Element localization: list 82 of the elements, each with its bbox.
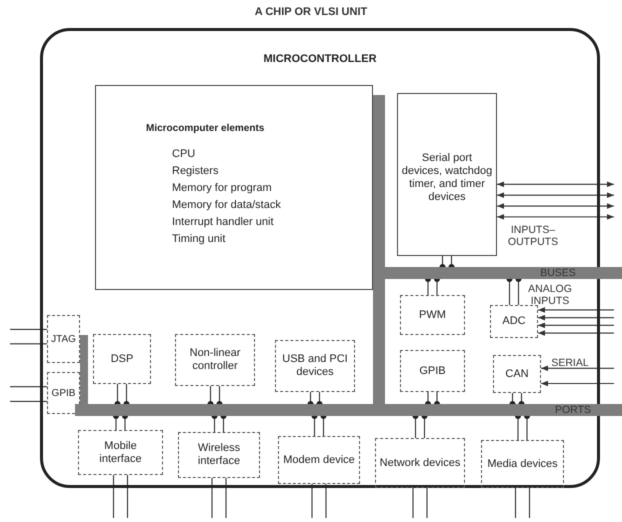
bus-connection <box>308 392 314 407</box>
box-label: Mobile interface <box>98 440 143 466</box>
box-label: Modem device <box>282 454 356 466</box>
peripheral-box <box>493 355 541 393</box>
signal-line <box>211 478 213 518</box>
signal-line <box>10 343 47 344</box>
peripheral-box <box>375 438 465 488</box>
box-label: CAN <box>504 368 530 380</box>
bus-connection <box>124 384 130 407</box>
bus-connection <box>448 256 454 270</box>
bus-connection <box>434 392 440 407</box>
signal-label: ANALOG INPUTS <box>527 283 573 307</box>
signal-label: SERIAL <box>550 357 590 369</box>
list-item: Memory for data/stack <box>172 199 281 212</box>
bus-bar <box>373 95 385 404</box>
arrow <box>541 380 614 386</box>
arrow <box>541 366 614 372</box>
bus-connection <box>510 393 516 407</box>
box-label: GPIB <box>418 364 447 378</box>
signal-label: PORTS <box>554 404 592 416</box>
bus-connection <box>425 392 431 407</box>
box-label: Network devices <box>378 456 462 470</box>
list-item: Timing unit <box>172 233 226 246</box>
peripheral-box <box>175 334 255 386</box>
signal-line <box>10 328 47 330</box>
signal-line <box>426 488 428 518</box>
arrow <box>497 181 614 188</box>
peripheral-box <box>400 350 465 392</box>
peripheral-box <box>275 340 355 392</box>
signal-line <box>126 475 128 518</box>
arrow <box>497 192 614 198</box>
peripheral-box <box>78 430 163 475</box>
diagram-title: A CHIP OR VLSI UNIT <box>254 6 368 18</box>
bus-connection <box>208 386 214 407</box>
list-item: Interrupt handler unit <box>172 216 274 229</box>
box-label: USB and PCI devices <box>281 353 349 379</box>
peripheral-box <box>178 432 260 478</box>
arrow <box>538 330 614 336</box>
peripheral-box <box>481 440 564 488</box>
chip-heading: MICROCONTROLLER <box>262 53 378 66</box>
box-label: GPIB <box>50 386 76 400</box>
box-label: Serial port devices, watchdog timer, and timer devices <box>400 152 494 204</box>
signal-line <box>412 488 414 518</box>
list-item: Registers <box>172 165 218 178</box>
bus-bar <box>80 335 88 404</box>
bus-connection <box>316 392 322 407</box>
signal-label: INPUTS–OUTPUTS <box>506 224 560 248</box>
arrow <box>538 322 614 328</box>
arrow <box>497 203 614 209</box>
bus-connection <box>114 384 120 407</box>
signal-line <box>325 484 327 518</box>
box-heading: Microcomputer elements <box>146 122 264 135</box>
box-label: Non-linear controller <box>188 347 242 373</box>
signal-line <box>10 386 47 388</box>
signal-line <box>112 475 114 518</box>
box-label: ADC <box>501 315 527 328</box>
bus-connection <box>216 386 222 407</box>
box-label: Wireless interface <box>196 442 242 468</box>
signal-line <box>514 488 516 518</box>
peripheral-box <box>278 436 360 484</box>
peripheral-box <box>490 305 538 338</box>
arrow <box>497 214 614 220</box>
box-label: PWM <box>418 308 447 322</box>
peripheral-box <box>397 93 497 256</box>
arrow <box>538 307 614 313</box>
signal-line <box>528 488 530 518</box>
box-label: JTAG <box>50 332 77 346</box>
box-label: Media devices <box>486 458 559 470</box>
peripheral-box <box>93 334 151 384</box>
signal-label: BUSES <box>539 267 577 279</box>
list-item: Memory for program <box>172 182 272 195</box>
signal-line <box>225 478 227 518</box>
peripheral-box <box>400 295 465 335</box>
signal-line <box>311 484 313 518</box>
arrow <box>538 314 614 320</box>
microcomputer-box <box>95 85 373 290</box>
bus-connection <box>518 393 524 407</box>
signal-line <box>10 400 47 402</box>
list-item: CPU <box>172 148 196 161</box>
bus-bar <box>385 267 622 279</box>
bus-connection <box>440 256 446 270</box>
box-label: DSP <box>110 352 134 366</box>
